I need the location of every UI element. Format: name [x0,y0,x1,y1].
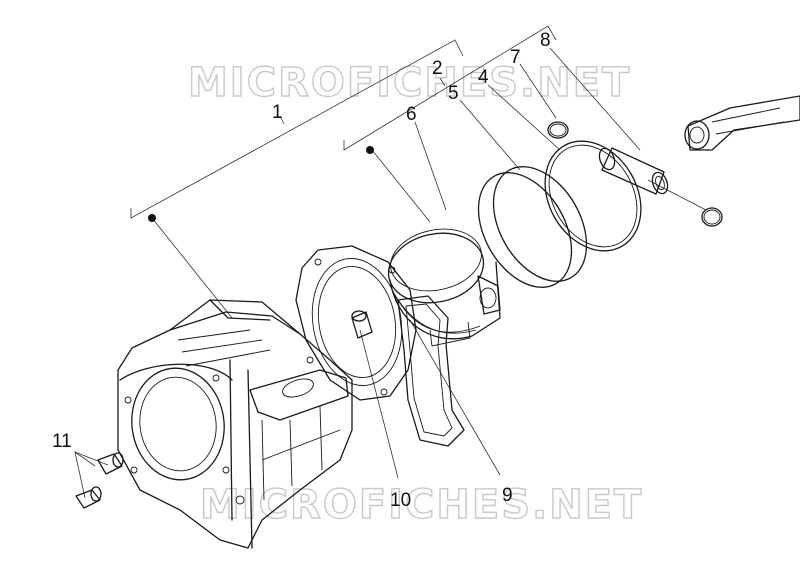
callout-6: 6 [406,104,417,125]
circlip-bottom [701,207,723,227]
leader-9 [409,319,501,476]
piston [387,228,501,347]
watermark-top: MICROFICHES.NET [188,60,631,106]
bullet-dot-assembly-2 [366,146,374,154]
watermark-bottom: MICROFICHES.NET [200,482,643,528]
callout-8: 8 [540,30,551,51]
piston-ring-4a [544,140,642,252]
bracket-assembly-1 [130,39,464,319]
callout-9: 9 [502,485,513,506]
leader-5 [459,99,521,171]
piston-pin [598,147,669,195]
dowel-pin-top [97,452,124,475]
piston-ring-5b [492,166,588,282]
base-gasket [397,295,465,447]
callout-7: 7 [510,47,521,68]
leader-7 [519,63,557,119]
cylinder-block [117,299,353,549]
callout-1: 1 [272,102,283,123]
leader-10 [359,329,399,479]
bullet-dot-assembly-1 [148,214,156,222]
leader-7b [647,179,707,211]
piston-ring-4b [548,144,638,248]
leader-4 [487,84,561,151]
leader-8 [549,47,641,151]
callout-2: 2 [432,58,443,79]
dowel-pin-bottom [75,486,102,509]
callout-4: 4 [478,67,489,88]
callout-11: 11 [52,431,72,452]
bracket-assembly-2 [343,25,557,223]
callout-5: 5 [448,83,459,104]
head-gasket [295,245,417,401]
leader-11b [74,451,109,466]
leader-6 [414,121,447,211]
connecting-rod [684,95,800,151]
circlip-top [547,121,569,139]
piston-ring-5a [477,172,573,288]
callout-10: 10 [390,490,411,511]
